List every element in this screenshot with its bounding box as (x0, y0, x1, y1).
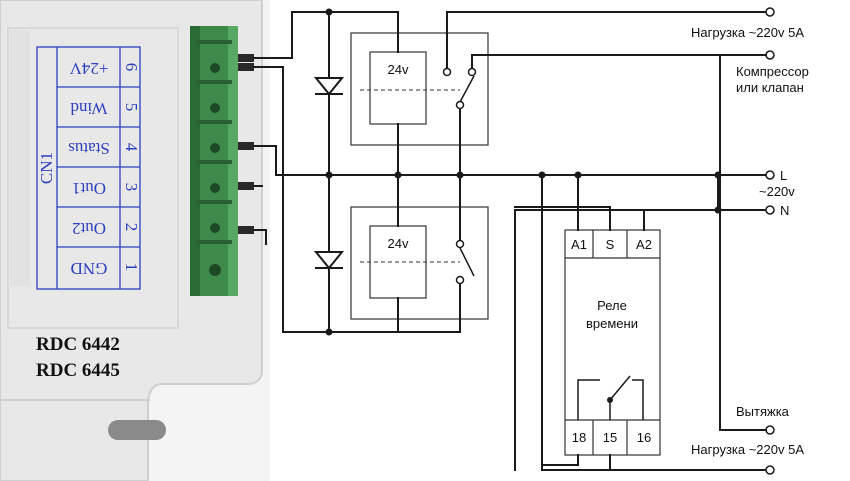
diode-column (313, 8, 345, 336)
pin-1-label: GND (71, 259, 108, 278)
pin-5-label: Wind (70, 99, 108, 118)
timer-terminal-s: S (606, 237, 615, 252)
compressor-label-1: Компрессор (736, 64, 809, 79)
load-bottom-label: Нагрузка ~220v 5A (691, 442, 804, 457)
connector-name: CN1 (37, 152, 56, 184)
diode-1 (313, 77, 345, 96)
pin-3-number: 3 (122, 183, 141, 192)
pin-4-number: 4 (122, 143, 141, 152)
pin-6-label: +24V (69, 59, 109, 78)
timer-title-line1: Реле (597, 298, 627, 313)
terminal-block (190, 26, 254, 296)
supply-voltage-label: ~220v (759, 184, 795, 199)
pin-5-number: 5 (122, 103, 141, 112)
pin-6-number: 6 (122, 63, 141, 72)
diode-2 (313, 251, 345, 270)
pin-3-label: Out1 (72, 179, 106, 198)
timer-terminal-a1: A1 (571, 237, 587, 252)
timer-terminal-a2: A2 (636, 237, 652, 252)
exhaust-label: Вытяжка (736, 404, 790, 419)
timer-terminal-15: 15 (603, 430, 617, 445)
timer-terminal-18: 18 (572, 430, 586, 445)
model-label-1: RDC 6442 (36, 334, 120, 355)
timer-terminal-16: 16 (637, 430, 651, 445)
line-l-label: L (780, 168, 787, 183)
supply-lines (397, 171, 771, 471)
connector-pin-table: CN1 +24V 6 Wind 5 Status 4 Out1 3 Out2 2… (36, 46, 141, 290)
output-terminals: Нагрузка ~220v 5A Компрессор или клапан … (691, 7, 809, 475)
relay-1: 24v (350, 11, 771, 411)
line-n-label: N (780, 203, 789, 218)
timer-relay: A1 S A2 Реле времени 18 15 16 (514, 174, 661, 471)
terminal-wires (253, 11, 399, 333)
pin-2-label: Out2 (72, 219, 106, 238)
timer-title-line2: времени (586, 316, 638, 331)
compressor-label-2: или клапан (736, 80, 804, 95)
load-top-label: Нагрузка ~220v 5A (691, 25, 804, 40)
pin-4-label: Status (68, 139, 110, 158)
pin-1-number: 1 (122, 263, 141, 272)
relay-2: 24v (350, 171, 489, 333)
model-label-2: RDC 6445 (36, 360, 120, 381)
device-slot (108, 420, 166, 440)
pin-2-number: 2 (122, 223, 141, 232)
relay-1-coil-label: 24v (388, 62, 409, 77)
relay-2-coil-label: 24v (388, 236, 409, 251)
